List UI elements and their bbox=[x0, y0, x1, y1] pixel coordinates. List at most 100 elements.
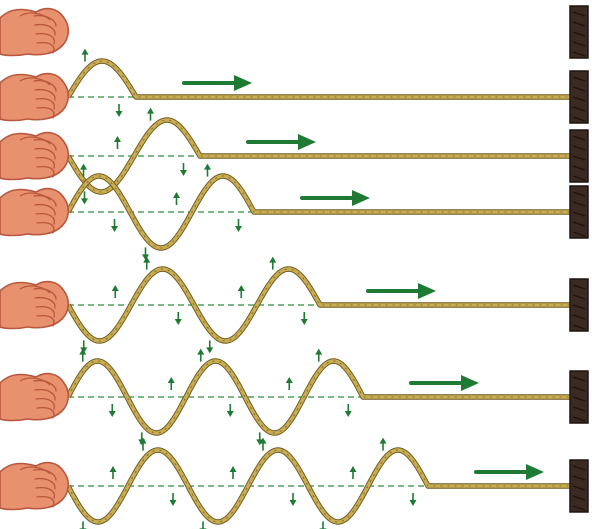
arrow-right-icon bbox=[476, 464, 544, 480]
arrow-head bbox=[350, 466, 357, 472]
propagation-arrow-head bbox=[418, 283, 436, 299]
hand-icon bbox=[0, 189, 68, 236]
propagation-arrow-head bbox=[461, 375, 479, 391]
arrow-right-icon bbox=[411, 375, 479, 391]
arrow-down-icon bbox=[290, 493, 297, 506]
arrow-head bbox=[380, 438, 387, 444]
arrow-down-icon bbox=[116, 104, 123, 117]
arrow-down-icon bbox=[320, 521, 327, 529]
arrow-right-icon bbox=[184, 75, 252, 91]
wall-post-icon bbox=[570, 279, 588, 331]
arrow-down-icon bbox=[111, 219, 118, 232]
arrow-down-icon bbox=[235, 219, 242, 232]
rope-outline bbox=[68, 61, 570, 97]
arrow-up-icon bbox=[143, 257, 150, 270]
arrow-head bbox=[81, 198, 88, 204]
hand-icon bbox=[0, 9, 68, 56]
arrow-up-icon bbox=[82, 49, 89, 62]
wave-frame bbox=[0, 49, 588, 123]
arrow-up-icon bbox=[350, 466, 357, 479]
arrow-up-icon bbox=[168, 377, 175, 390]
arrow-head bbox=[170, 500, 177, 506]
arrow-head bbox=[301, 319, 308, 325]
arrow-up-icon bbox=[269, 257, 276, 270]
propagation-arrow-head bbox=[298, 134, 316, 150]
arrow-up-icon bbox=[110, 466, 117, 479]
wave-frame bbox=[0, 6, 588, 58]
arrow-head bbox=[173, 192, 180, 198]
hand-icon bbox=[0, 463, 68, 510]
arrow-up-icon bbox=[315, 349, 322, 362]
arrow-down-icon bbox=[109, 404, 116, 417]
arrow-head bbox=[116, 111, 123, 117]
arrow-up-icon bbox=[380, 438, 387, 451]
arrow-up-icon bbox=[112, 285, 119, 298]
arrow-up-icon bbox=[238, 285, 245, 298]
arrow-down-icon bbox=[410, 493, 417, 506]
arrow-head bbox=[110, 466, 117, 472]
propagation-arrow-head bbox=[526, 464, 544, 480]
wall-post-icon bbox=[570, 6, 588, 58]
wall-post-icon bbox=[570, 130, 588, 182]
arrow-head bbox=[180, 170, 187, 176]
arrow-head bbox=[206, 347, 213, 353]
hand-icon bbox=[0, 133, 68, 180]
arrow-right-icon bbox=[368, 283, 436, 299]
arrow-head bbox=[345, 411, 352, 417]
arrow-head bbox=[112, 285, 119, 291]
arrow-down-icon bbox=[175, 312, 182, 325]
wall-post-icon bbox=[570, 186, 588, 238]
arrow-down-icon bbox=[81, 191, 88, 204]
arrow-head bbox=[269, 257, 276, 263]
arrow-down-icon bbox=[170, 493, 177, 506]
arrow-down-icon bbox=[180, 163, 187, 176]
arrow-head bbox=[80, 164, 87, 170]
wave-frame bbox=[0, 438, 588, 529]
arrow-head bbox=[111, 226, 118, 232]
arrow-head bbox=[175, 319, 182, 325]
arrow-down-icon bbox=[200, 521, 207, 529]
arrow-down-icon bbox=[80, 521, 87, 529]
arrow-head bbox=[235, 226, 242, 232]
propagation-arrow-head bbox=[234, 75, 252, 91]
arrow-up-icon bbox=[147, 108, 154, 121]
arrow-head bbox=[147, 108, 154, 114]
arrow-head bbox=[410, 500, 417, 506]
wall-post-icon bbox=[570, 71, 588, 123]
arrow-up-icon bbox=[114, 136, 121, 149]
arrow-head bbox=[230, 466, 237, 472]
arrow-head bbox=[168, 377, 175, 383]
rope-twist bbox=[68, 61, 570, 97]
arrow-down-icon bbox=[206, 340, 213, 353]
wall-post-icon bbox=[570, 460, 588, 512]
rope bbox=[68, 61, 570, 97]
wave-frame bbox=[0, 349, 588, 446]
wave-frame bbox=[0, 108, 588, 205]
arrow-head bbox=[114, 136, 121, 142]
hand-icon bbox=[0, 374, 68, 421]
arrow-up-icon bbox=[286, 377, 293, 390]
arrow-up-icon bbox=[230, 466, 237, 479]
arrow-head bbox=[238, 285, 245, 291]
arrow-down-icon bbox=[301, 312, 308, 325]
arrow-head bbox=[204, 164, 211, 170]
arrow-head bbox=[315, 349, 322, 355]
arrow-head bbox=[290, 500, 297, 506]
arrow-right-icon bbox=[248, 134, 316, 150]
arrow-head bbox=[227, 411, 234, 417]
arrow-head bbox=[286, 377, 293, 383]
wave-frame bbox=[0, 164, 588, 261]
arrow-head bbox=[109, 411, 116, 417]
wall-post-icon bbox=[570, 371, 588, 423]
arrow-down-icon bbox=[142, 247, 149, 260]
arrow-up-icon bbox=[173, 192, 180, 205]
arrow-head bbox=[82, 49, 89, 55]
wave-frame bbox=[0, 257, 588, 354]
arrow-down-icon bbox=[345, 404, 352, 417]
hand-icon bbox=[0, 282, 68, 329]
propagation-arrow-head bbox=[352, 190, 370, 206]
arrow-down-icon bbox=[227, 404, 234, 417]
arrow-head bbox=[197, 349, 204, 355]
